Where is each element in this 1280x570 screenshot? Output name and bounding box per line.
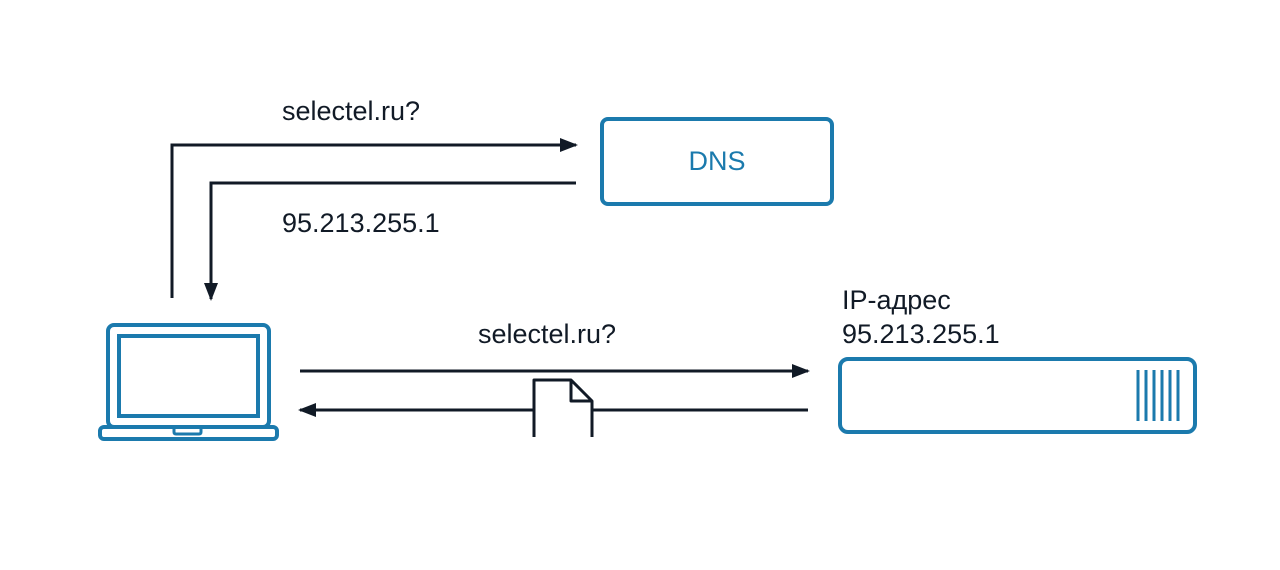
dns-query-label: selectel.ru? <box>282 96 421 126</box>
document-icon <box>532 378 594 437</box>
dns-response-arrow <box>204 181 576 301</box>
server-ip-heading: IP-адрес <box>842 285 951 315</box>
server-ip-label: IP-адрес 95.213.255.1 <box>842 283 1000 351</box>
server-ip-value: 95.213.255.1 <box>842 319 1000 349</box>
laptop-icon <box>98 323 279 441</box>
dns-node-label: DNS <box>688 146 746 176</box>
dns-response-label: 95.213.255.1 <box>282 208 440 238</box>
dns-node: DNS <box>600 117 834 206</box>
server-icon <box>838 357 1197 434</box>
server-query-label: selectel.ru? <box>478 319 617 349</box>
dns-query-arrow <box>170 138 578 298</box>
